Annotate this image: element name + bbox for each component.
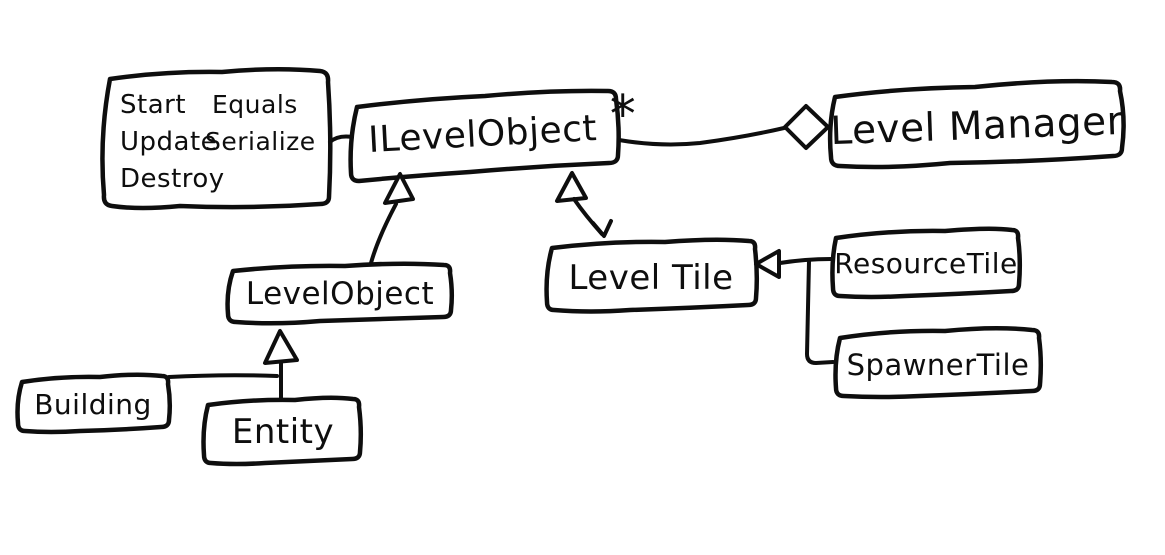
ilevelobject-label: ILevelObject [367, 108, 598, 161]
spawnertile-label: SpawnerTile [847, 348, 1030, 382]
inheritance-arrowhead-entity-icon [263, 329, 299, 365]
inheritance-arrowhead-leveltile-icon [555, 171, 588, 203]
node-spawnertile: SpawnerTile [833, 325, 1044, 400]
inheritance-arrowhead-levelobject-icon [383, 172, 415, 205]
note-connector-line [328, 134, 354, 144]
node-entity: Entity [201, 395, 364, 467]
methods-note-box [100, 66, 333, 211]
levelobject-inheritance-line [369, 202, 398, 265]
entity-box [201, 395, 364, 467]
node-leveltile: Level Tile [544, 237, 760, 314]
leveltile-label: Level Tile [568, 258, 733, 298]
node-levelobject: LevelObject [225, 261, 455, 326]
method-label-equals: Equals [212, 90, 298, 119]
node-ilevelobject: ILevelObject [348, 88, 621, 184]
levelmanager-label: Level Manager [830, 99, 1125, 154]
node-building: Building [15, 372, 173, 435]
levelobject-box [225, 261, 455, 326]
node-interface-methods-note: Start Update Destroy Equals Serialize [100, 66, 333, 211]
resourcetile-label: ResourceTile [834, 247, 1017, 280]
method-label-serialize: Serialize [205, 127, 316, 156]
aggregation-diamond-icon [783, 104, 830, 150]
inheritance-arrowhead-tiles-icon [754, 249, 781, 279]
resourcetile-box [830, 226, 1023, 300]
levelmanager-box [827, 78, 1126, 170]
node-resourcetile: ResourceTile [830, 226, 1023, 300]
multiplicity-star-label: * [610, 85, 637, 145]
entity-label: Entity [232, 412, 334, 452]
building-edge-line [167, 373, 279, 379]
spawnertile-box [833, 325, 1044, 400]
aggregation-edge-line [617, 126, 786, 147]
leveltile-small-arrowhead-icon [591, 219, 613, 238]
method-label-update: Update [120, 127, 217, 157]
levelobject-label: LevelObject [246, 276, 434, 312]
method-label-destroy: Destroy [120, 164, 225, 194]
spawnertile-edge-line [805, 259, 835, 365]
leveltile-box [544, 237, 760, 314]
node-levelmanager: Level Manager [827, 78, 1126, 170]
building-box [15, 372, 173, 435]
building-label: Building [34, 388, 152, 421]
method-label-start: Start [120, 90, 186, 120]
ilevelobject-box [348, 88, 621, 184]
resourcetile-edge-line [778, 257, 833, 265]
